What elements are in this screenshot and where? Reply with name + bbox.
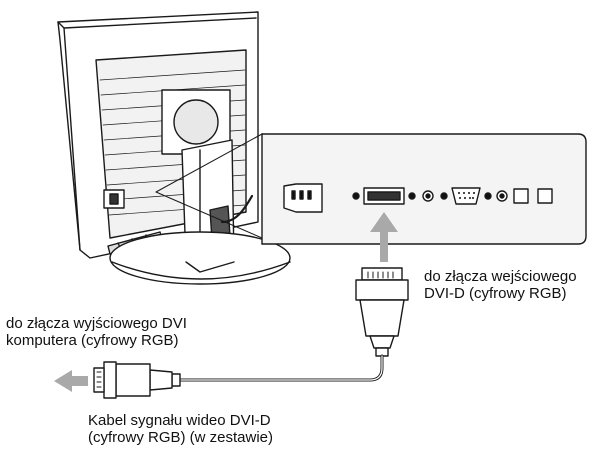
dvi-d-cable — [178, 354, 384, 382]
dvi-d-plug-monitor — [355, 267, 409, 357]
label-line: komputera (cyfrowy RGB) — [6, 332, 179, 349]
connector-panel — [261, 133, 587, 245]
label-line: (cyfrowy RGB) (w zestawie) — [88, 429, 274, 446]
label-line: do złącza wejściowego — [424, 268, 577, 285]
usb-port-icon — [513, 188, 529, 204]
label-line: Kabel sygnału wideo DVI-D — [88, 412, 271, 429]
up-arrow-icon — [370, 212, 398, 262]
usb-port-icon — [537, 188, 553, 204]
input-connector-label: do złącza wejściowego DVI-D (cyfrowy RGB… — [424, 268, 577, 302]
callout-lines — [155, 133, 263, 239]
left-arrow-icon — [54, 370, 88, 392]
hd15-port-icon — [451, 187, 481, 205]
monitor-rear — [57, 11, 291, 285]
dvi-d-plug-computer — [93, 361, 181, 399]
label-line: DVI-D (cyfrowy RGB) — [424, 285, 567, 302]
label-line: do złącza wyjściowego DVI — [6, 315, 187, 332]
cable-label: Kabel sygnału wideo DVI-D (cyfrowy RGB) … — [88, 412, 273, 446]
output-connector-label: do złącza wyjściowego DVI komputera (cyf… — [6, 315, 187, 349]
